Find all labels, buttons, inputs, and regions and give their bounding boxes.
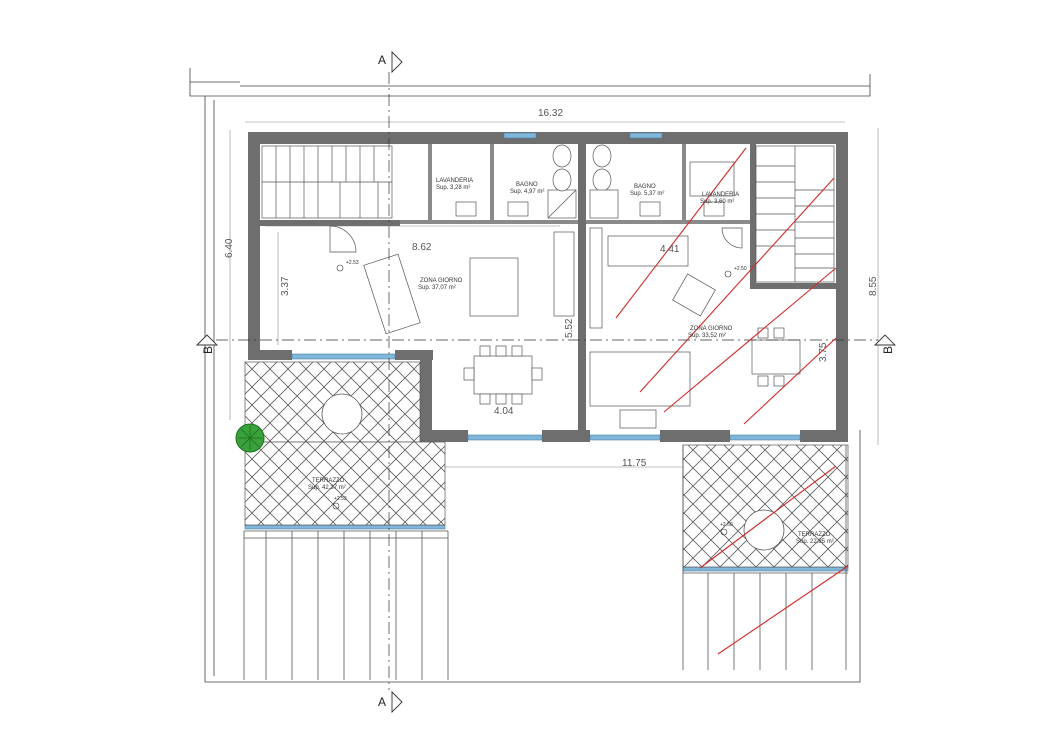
stair-right — [721, 145, 835, 283]
section-label-left: B — [201, 346, 215, 354]
dim-overall-width: 16.32 — [538, 108, 563, 119]
room-living-right-name: ZONA GIORNO — [690, 326, 733, 332]
dim-dining-width: 4.04 — [494, 406, 514, 417]
room-lav-right-area: Sup. 3,60 m² — [700, 199, 734, 205]
bathroom-fixtures — [455, 144, 735, 219]
dim-height-right: 8.55 — [868, 276, 879, 296]
room-terrace-right-area: Sup. 22,85 m² — [796, 539, 834, 545]
dim-right-depth: 3.75 — [818, 342, 829, 362]
dim-depth-left: 3.37 — [280, 276, 291, 296]
level-mark-3: +2.53 — [334, 496, 347, 502]
level-mark-2: +2.50 — [734, 266, 747, 272]
furniture-right — [589, 227, 801, 429]
section-label-bottom: A — [378, 695, 386, 709]
section-markers — [195, 50, 897, 714]
strike-lines — [615, 147, 849, 655]
terrace-left — [244, 361, 446, 526]
pergola-right — [682, 445, 848, 670]
room-bath-right-area: Sup. 5,37 m² — [630, 191, 664, 197]
room-terrace-right-name: TERRAZZO — [798, 532, 831, 538]
room-living-right-area: Sup. 33,52 m² — [688, 333, 726, 339]
room-bath-left-area: Sup. 4,97 m² — [510, 189, 544, 195]
level-mark-4: +2.50 — [720, 522, 733, 528]
furniture-left — [363, 231, 575, 405]
building-walls — [248, 132, 848, 442]
room-living-left-name: ZONA GIORNO — [420, 278, 463, 284]
room-lav-left-area: Sup. 3,28 m² — [436, 185, 470, 191]
terrace-right — [682, 444, 849, 568]
dim-height-left: 6.40 — [224, 238, 235, 258]
tree-icon — [235, 423, 265, 453]
room-lav-right-name: LAVANDERIA — [702, 192, 739, 198]
room-lav-left-name: LAVANDERIA — [436, 178, 473, 184]
pergola-left — [243, 530, 449, 680]
room-bath-left-name: BAGNO — [516, 182, 538, 188]
section-label-right: B — [881, 346, 895, 354]
section-label-top: A — [378, 53, 386, 67]
stair-left — [261, 145, 393, 253]
room-terrace-left-name: TERRAZZO — [312, 478, 345, 484]
dim-kitchen-depth: 5.52 — [564, 318, 575, 338]
room-living-left-area: Sup. 37,07 m² — [418, 285, 456, 291]
dim-bottom-width: 11.75 — [622, 458, 647, 469]
dim-right-width: 4.41 — [660, 244, 680, 255]
dim-inner-left: 8.62 — [412, 242, 432, 253]
room-bath-right-name: BAGNO — [634, 184, 656, 190]
level-mark-1: +2.53 — [346, 260, 359, 266]
room-terrace-left-area: Sup. 42,37 m² — [308, 485, 346, 491]
lot-outline — [189, 68, 871, 683]
section-lines — [216, 72, 878, 690]
